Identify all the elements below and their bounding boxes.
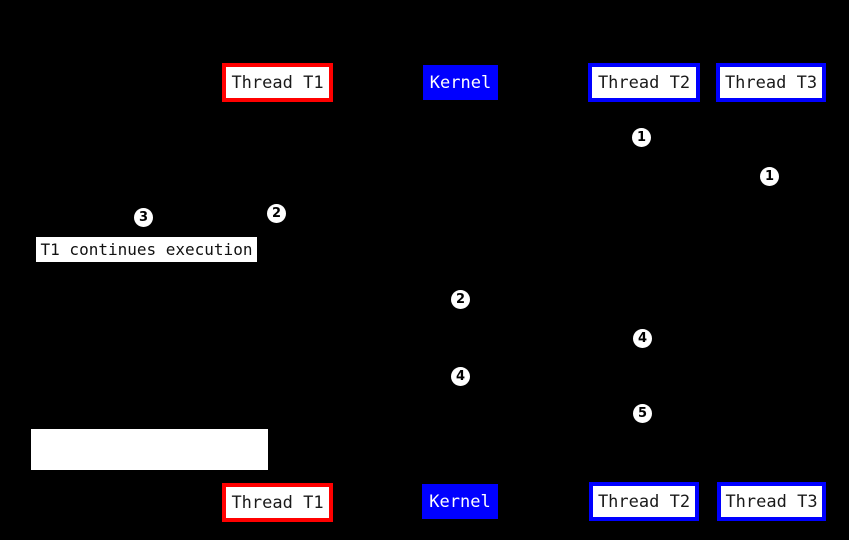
step-marker-2-kernel: 2 — [451, 290, 470, 309]
note-t1-continues-execution: T1 continues execution — [36, 237, 257, 262]
blank-note-box — [31, 429, 268, 470]
step-marker-1-thread-t2: 1 — [632, 128, 651, 147]
kernel-box-top: Kernel — [423, 65, 498, 100]
thread-t3-box-top: Thread T3 — [716, 63, 826, 102]
thread-t2-box-top: Thread T2 — [588, 63, 700, 102]
step-marker-3-thread-t1: 3 — [134, 208, 153, 227]
step-marker-1-thread-t3: 1 — [760, 167, 779, 186]
kernel-box-bottom: Kernel — [422, 484, 498, 519]
thread-t1-box-bottom: Thread T1 — [222, 483, 333, 522]
thread-t1-box-top: Thread T1 — [222, 63, 333, 102]
thread-t3-box-bottom: Thread T3 — [717, 482, 826, 521]
thread-t2-box-bottom: Thread T2 — [589, 482, 699, 521]
step-marker-4-thread-t2: 4 — [633, 329, 652, 348]
step-marker-5-thread-t2: 5 — [633, 404, 652, 423]
step-marker-2-thread-t1: 2 — [267, 204, 286, 223]
step-marker-4-kernel: 4 — [451, 367, 470, 386]
